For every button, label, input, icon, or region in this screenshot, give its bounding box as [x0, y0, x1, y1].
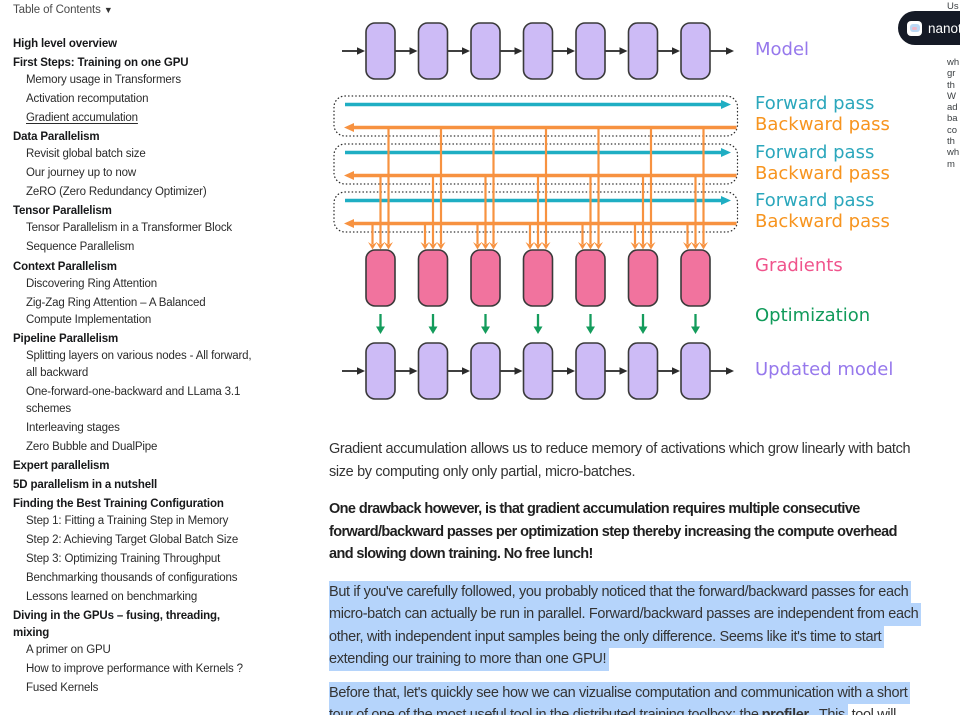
text-line: But if you've carefully followed, you pr… — [329, 580, 949, 603]
toc-group: 5D parallelism in a nutshell — [13, 477, 298, 494]
text-line: size by computing only only partial, mic… — [329, 463, 636, 480]
text-line: and slowing down training. No free lunch… — [329, 546, 593, 562]
toc-header[interactable]: Table of Contents▼ — [13, 4, 113, 16]
toc-group-header[interactable]: Data Parallelism — [13, 131, 100, 144]
toc-group-header[interactable]: Diving in the GPUs – fusing, threading, … — [13, 610, 220, 640]
text-line: other, with independent input samples be… — [329, 625, 949, 648]
toc-item[interactable]: Benchmarking thousands of configurations — [26, 571, 238, 584]
toc-group: Expert parallelism — [13, 458, 298, 475]
diagram-label-optimization: Optimization — [755, 305, 871, 326]
toc-group: High level overview — [13, 36, 298, 53]
diagram-label-forward-1: Forward pass — [755, 93, 875, 114]
article-body: Gradient accumulation allows us to reduc… — [329, 438, 949, 715]
margin-note-line: ad — [947, 102, 958, 114]
toc-group-header[interactable]: Expert parallelism — [13, 460, 110, 473]
text-line: Before that, let's quickly see how we ca… — [329, 681, 949, 704]
toc-item[interactable]: Zig-Zag Ring Attention – A Balanced Comp… — [26, 296, 206, 326]
text-line: tour of one of the most useful tool in t… — [329, 704, 949, 715]
gradient-accumulation-diagram — [333, 22, 739, 400]
selected-text: Before that, let's quickly see how we ca… — [329, 681, 911, 704]
margin-note-line: gr — [947, 68, 956, 80]
toc-item[interactable]: ZeRO (Zero Redundancy Optimizer) — [26, 186, 207, 199]
toc-item[interactable]: Lessons learned on benchmarking — [26, 591, 198, 604]
toc-item[interactable]: Step 3: Optimizing Training Throughput — [26, 552, 221, 565]
diagram-label-forward-3: Forward pass — [755, 190, 875, 211]
selected-text: other, with independent input samples be… — [329, 625, 885, 648]
diagram-label-updated-model: Updated model — [755, 359, 894, 380]
toc-item[interactable]: A primer on GPU — [26, 644, 111, 657]
toc-item[interactable]: Discovering Ring Attention — [26, 277, 157, 290]
toc-item[interactable]: Fused Kernels — [26, 682, 99, 695]
diagram-label-forward-2: Forward pass — [755, 141, 875, 163]
toc-item[interactable]: Splitting layers on various nodes - All … — [26, 349, 252, 379]
diagram-label-gradients: Gradients — [755, 255, 843, 276]
toc-item[interactable]: Tensor Parallelism in a Transformer Bloc… — [26, 222, 233, 235]
toc-item[interactable]: Step 1: Fitting a Training Step in Memor… — [26, 514, 229, 527]
diagram-label-model: Model — [755, 39, 810, 60]
margin-note-line: W — [947, 90, 956, 102]
diagram-label-backward-3: Backward pass — [755, 211, 890, 232]
text-line: One drawback however, is that gradient a… — [329, 501, 860, 517]
selected-text: But if you've carefully followed, you pr… — [329, 580, 912, 603]
toc-item[interactable]: Revisit global batch size — [26, 148, 146, 161]
toc-group-header[interactable]: Pipeline Parallelism — [13, 332, 119, 345]
toc-item[interactable]: Sequence Parallelism — [26, 241, 135, 254]
toc-group-header[interactable]: Finding the Best Training Configuration — [13, 497, 224, 510]
selected-text: profiler — [761, 704, 812, 715]
toc-group-header[interactable]: First Steps: Training on one GPU — [13, 56, 189, 69]
margin-note-line: ba — [947, 113, 958, 125]
nanotron-button[interactable]: nanot — [898, 11, 960, 45]
toc-item[interactable]: Memory usage in Transformers — [26, 73, 181, 86]
paragraph: But if you've carefully followed, you pr… — [329, 580, 949, 671]
paragraph: Gradient accumulation allows us to reduc… — [329, 438, 949, 483]
text-line: Gradient accumulation allows us to reduc… — [329, 441, 911, 457]
diagram-label-backward-2: Backward pass — [755, 162, 890, 184]
toc-item[interactable]: Zero Bubble and DualPipe — [26, 441, 158, 454]
text-line: extending our training to more than one … — [329, 648, 949, 671]
diagram-label-backward-1: Backward pass — [755, 114, 890, 135]
toc-group-header[interactable]: High level overview — [13, 38, 117, 50]
toc-item[interactable]: Activation recomputation — [26, 92, 149, 105]
paragraph: One drawback however, is that gradient a… — [329, 498, 949, 566]
toc-group: Diving in the GPUs – fusing, threading, … — [13, 608, 298, 697]
toc-item[interactable]: How to improve performance with Kernels … — [26, 663, 243, 676]
margin-note-line: th — [947, 136, 955, 148]
toc-title: Table of Contents — [13, 4, 101, 16]
toc-group-header[interactable]: Tensor Parallelism — [13, 205, 112, 218]
toc-group-header[interactable]: Context Parallelism — [13, 260, 117, 273]
selected-text: micro-batch can actually be run in paral… — [329, 603, 922, 626]
selected-text: extending our training to more than one … — [329, 648, 610, 671]
toc-item[interactable]: Gradient accumulation — [26, 111, 138, 124]
selected-text: tour of one of the most useful tool in t… — [329, 704, 762, 715]
paragraph: Before that, let's quickly see how we ca… — [329, 681, 949, 715]
toc-item[interactable]: One-forward-one-backward and LLama 3.1 s… — [26, 385, 241, 415]
margin-note-fragment: Us — [947, 1, 959, 12]
text-segment: tool will — [847, 707, 897, 715]
toc-item[interactable]: Our journey up to now — [26, 167, 136, 180]
toc-group: First Steps: Training on one GPU Memory u… — [13, 55, 298, 127]
toc-item[interactable]: Step 2: Achieving Target Global Batch Si… — [26, 533, 239, 546]
margin-note-line: wh — [947, 57, 960, 68]
toc-group-header[interactable]: 5D parallelism in a nutshell — [13, 478, 158, 491]
toc-item[interactable]: Interleaving stages — [26, 421, 120, 434]
text-line: forward/backward passes per optimization… — [329, 523, 897, 540]
text-line: micro-batch can actually be run in paral… — [329, 603, 949, 626]
nanotron-logo-icon — [907, 20, 922, 36]
chevron-down-icon: ▼ — [103, 5, 113, 15]
nanotron-button-label: nanot — [928, 20, 960, 36]
margin-note-line: co — [947, 124, 958, 136]
margin-note-line: wh — [947, 147, 960, 159]
selected-text: . This — [811, 704, 848, 715]
margin-note-line: m — [947, 158, 955, 170]
margin-note-line: th — [947, 79, 955, 91]
